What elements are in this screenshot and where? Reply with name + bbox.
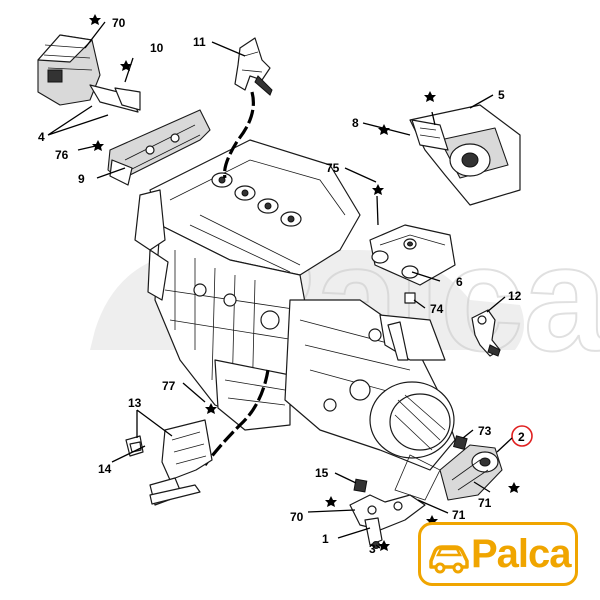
part-71-plate xyxy=(394,454,441,501)
logo-text: Palca xyxy=(471,531,572,576)
part-12-bracket xyxy=(471,309,501,357)
callout-11: 11 xyxy=(193,35,206,49)
palca-logo: Palca xyxy=(418,522,578,586)
wiring-harness-upper xyxy=(222,91,255,179)
callout-12: 12 xyxy=(508,289,522,303)
callout-14: 14 xyxy=(98,462,112,476)
part-9-bracket xyxy=(107,109,211,186)
callout-2-highlight[interactable]: 2 xyxy=(496,425,533,453)
wiring-harness-lower xyxy=(203,369,270,466)
part-15-pad xyxy=(353,478,368,493)
callout-4: 4 xyxy=(38,130,45,144)
part-13-bracket xyxy=(149,419,213,506)
callout-labels: 70 10 11 4 76 9 5 8 75 6 74 12 77 13 14 … xyxy=(38,16,522,556)
callout-10: 10 xyxy=(150,41,164,55)
part-11-bracket xyxy=(234,37,273,96)
callout-74: 74 xyxy=(430,302,444,316)
callout-77: 77 xyxy=(162,379,176,393)
callout-9: 9 xyxy=(78,172,85,186)
part-73-pad xyxy=(453,435,468,450)
callout-75: 75 xyxy=(326,161,340,175)
part-1-bracket xyxy=(349,494,426,549)
callout-1: 1 xyxy=(322,532,329,546)
fastener-boxes xyxy=(353,292,468,501)
callout-73: 73 xyxy=(478,424,492,438)
part-14-clip xyxy=(125,435,144,457)
callout-13: 13 xyxy=(128,396,142,410)
gearbox xyxy=(284,299,456,471)
callout-2: 2 xyxy=(518,430,525,444)
callout-71-lower: 71 xyxy=(452,508,466,522)
part-4-engine-mount xyxy=(37,34,141,113)
callout-76: 76 xyxy=(55,148,69,162)
part-2-torque-mount xyxy=(439,444,503,501)
callout-15: 15 xyxy=(315,466,329,480)
callout-8: 8 xyxy=(352,116,359,130)
highlight-circle xyxy=(511,425,533,447)
part-6-mount xyxy=(369,224,456,286)
engine-block xyxy=(134,139,361,431)
callout-70-bottom: 70 xyxy=(290,510,304,524)
part-5-mount-bracket xyxy=(409,104,521,206)
camshaft-cover xyxy=(211,172,302,227)
callout-71-right: 71 xyxy=(478,496,492,510)
callout-70-top: 70 xyxy=(112,16,126,30)
callout-6: 6 xyxy=(456,275,463,289)
callout-5: 5 xyxy=(498,88,505,102)
callout-3: 3 xyxy=(369,542,376,556)
part-74-box xyxy=(404,292,416,304)
car-icon xyxy=(429,545,469,574)
